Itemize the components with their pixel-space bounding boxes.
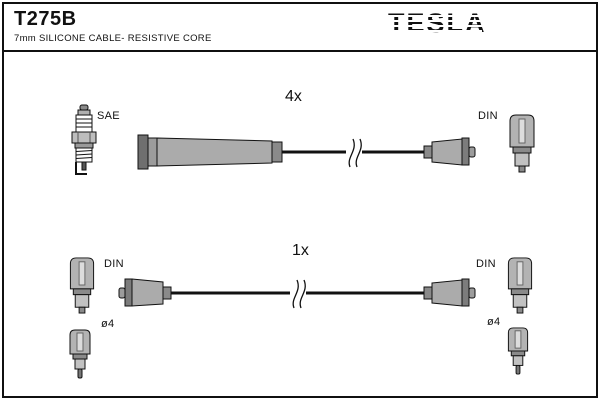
part-number: T275B xyxy=(14,8,77,30)
logo-stripe xyxy=(388,20,482,22)
cable-break-symbol xyxy=(346,138,362,168)
bottom-quantity: 1x xyxy=(292,242,309,259)
left-diameter-label: ø4 xyxy=(101,318,115,330)
din-terminal-icon xyxy=(69,257,95,314)
product-subtitle: 7mm SILICONE CABLE- RESISTIVE CORE xyxy=(14,33,212,44)
pin-terminal-icon xyxy=(69,329,91,379)
logo-stripe xyxy=(388,25,482,27)
top-din-label: DIN xyxy=(478,110,498,122)
brand-text: TESLA xyxy=(388,8,487,38)
din-boot-connector-right xyxy=(423,278,476,307)
din-terminal-icon xyxy=(509,114,535,173)
din-boot-connector-left xyxy=(118,278,172,307)
sae-label: SAE xyxy=(97,110,120,122)
cable-break-symbol xyxy=(290,279,306,309)
header-divider xyxy=(2,50,598,52)
sae-boot-connector xyxy=(137,134,283,170)
right-diameter-label: ø4 xyxy=(487,316,501,328)
bottom-cable-assembly xyxy=(118,278,476,309)
din-boot-connector xyxy=(423,137,476,166)
spark-plug-icon xyxy=(71,104,97,175)
bottom-right-din-label: DIN xyxy=(476,258,496,270)
top-quantity: 4x xyxy=(285,88,302,105)
bottom-left-din-label: DIN xyxy=(104,258,124,270)
logo-stripe xyxy=(388,15,482,17)
logo-stripe xyxy=(388,30,482,32)
pin-terminal-icon xyxy=(507,327,529,375)
din-terminal-icon xyxy=(507,257,533,314)
top-cable-assembly xyxy=(137,134,476,170)
brand-logo: TESLA xyxy=(388,8,488,38)
